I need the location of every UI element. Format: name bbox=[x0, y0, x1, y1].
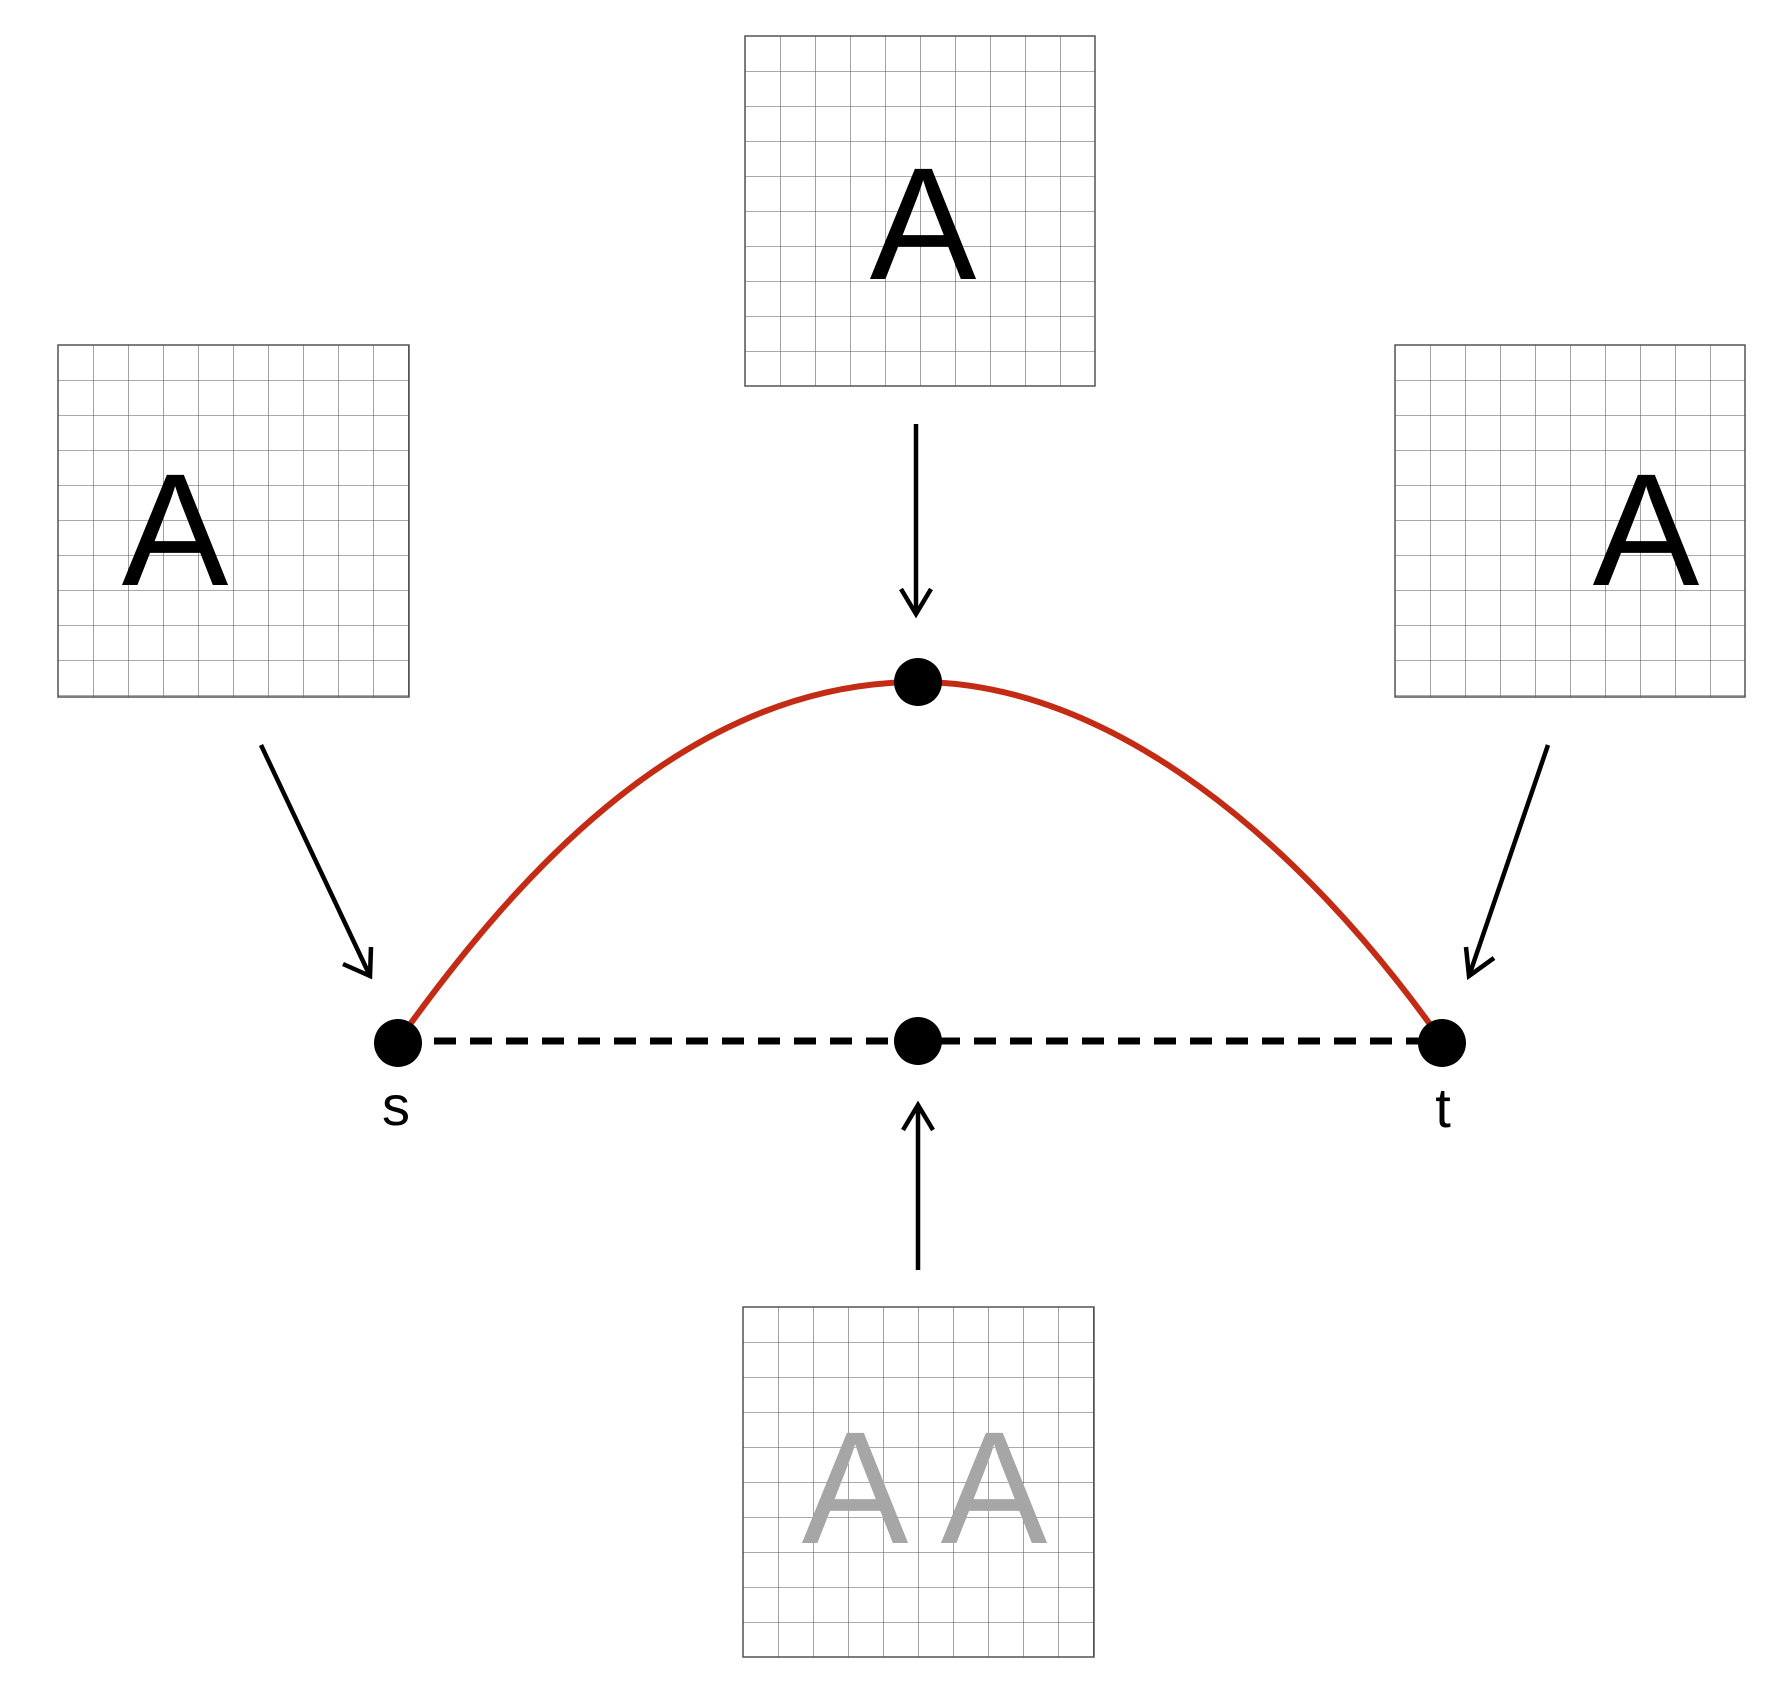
bottom-image-panel: A A bbox=[742, 1306, 1095, 1658]
left-panel-frame bbox=[57, 344, 410, 698]
right-panel-grid bbox=[1395, 345, 1745, 697]
bottom-arrow-head bbox=[901, 1100, 935, 1132]
top-panel-frame bbox=[744, 35, 1096, 387]
bottom-arrow bbox=[901, 1100, 935, 1270]
left-arrow-head bbox=[342, 946, 374, 980]
middle-point bbox=[894, 1017, 942, 1065]
left-panel-glyph: A bbox=[122, 440, 229, 619]
top-arrow bbox=[899, 424, 933, 619]
top-arrow-head bbox=[899, 587, 933, 619]
end-point bbox=[1418, 1019, 1466, 1067]
curve-apex-point bbox=[894, 658, 942, 706]
end-point-label: t bbox=[1435, 1076, 1451, 1139]
left-arrow bbox=[258, 744, 374, 980]
bottom-panel-glyph-right: A bbox=[941, 1398, 1048, 1577]
left-panel-grid bbox=[58, 345, 409, 697]
curved-path bbox=[395, 678, 1445, 1043]
top-panel-glyph: A bbox=[870, 134, 977, 313]
bottom-panel-grid bbox=[743, 1307, 1094, 1657]
start-point-label: s bbox=[382, 1074, 410, 1137]
right-image-panel: A bbox=[1394, 344, 1746, 698]
top-panel-grid bbox=[745, 36, 1095, 386]
bottom-panel-frame bbox=[742, 1306, 1095, 1658]
right-arrow bbox=[1463, 744, 1551, 981]
top-image-panel: A bbox=[744, 35, 1096, 387]
left-arrow-shaft bbox=[258, 744, 373, 977]
right-panel-glyph: A bbox=[1593, 440, 1700, 619]
left-image-panel: A bbox=[57, 344, 410, 698]
right-arrow-shaft bbox=[1466, 744, 1551, 977]
start-point bbox=[374, 1019, 422, 1067]
right-panel-frame bbox=[1394, 344, 1746, 698]
bottom-panel-glyph-left: A bbox=[802, 1398, 909, 1577]
right-arrow-head bbox=[1463, 946, 1496, 981]
